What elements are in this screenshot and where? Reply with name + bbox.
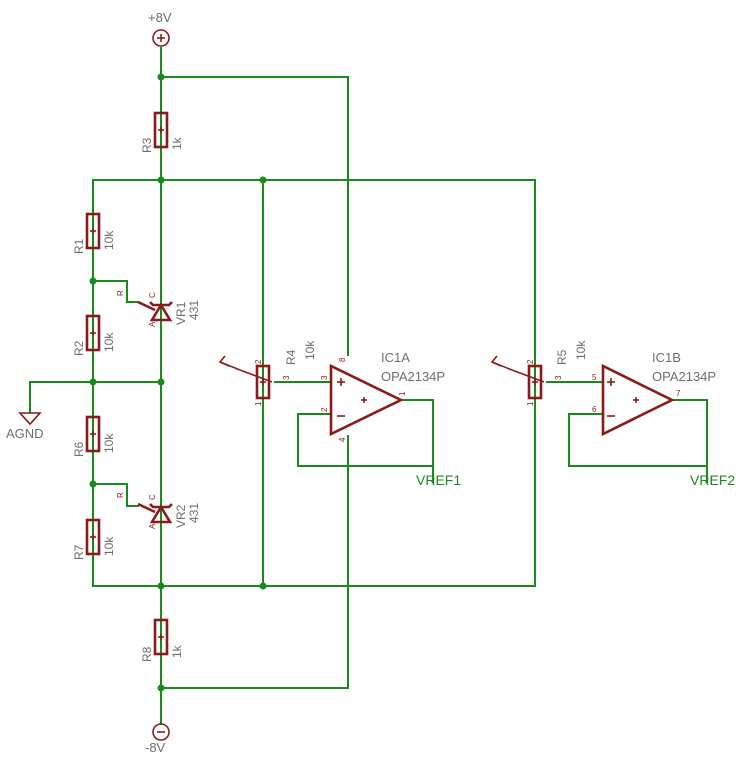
reference-vr2-name: VR2 (174, 504, 188, 528)
r4-pin-3: 3 (282, 375, 291, 380)
junctions (89, 73, 267, 692)
wire-vr2-ref (92, 483, 139, 507)
resistor-r1: R1 10k (72, 212, 116, 254)
opamp-ic1b-value: OPA2134P (652, 369, 716, 384)
r4-pin-1: 1 (254, 401, 263, 406)
r5-pin-3: 3 (554, 375, 563, 380)
vr1-pin-a: A (148, 321, 157, 327)
junction-dot (157, 73, 165, 81)
wire-ground (29, 381, 162, 413)
supply-negative-label: -8V (145, 740, 166, 755)
vr2-pin-a: A (148, 523, 157, 529)
wire-vminus-feed (160, 435, 349, 689)
wire-ic1b-feedback (568, 399, 708, 467)
vr2-pin-r: R (116, 492, 125, 498)
resistor-r8-value: 1k (170, 644, 184, 658)
resistor-r2: R2 10k (72, 314, 116, 356)
ic1a-pin-minus: 2 (320, 407, 329, 412)
resistor-r3: R3 1k (140, 111, 184, 153)
ground-label: AGND (6, 426, 44, 441)
supply-positive: +8V (148, 10, 172, 47)
junction-dot (157, 378, 165, 386)
net-label-vref2: VREF2 (690, 472, 735, 488)
resistor-r8: R8 1k (140, 618, 184, 662)
resistor-r1-value: 10k (102, 230, 116, 250)
resistor-r7-value: 10k (102, 536, 116, 556)
opamp-ic1a-name: IC1A (381, 350, 410, 365)
potentiometer-r4-name: R4 (284, 349, 298, 365)
wires (29, 47, 708, 725)
opamp-ic1a: 3 2 1 8 4 IC1A OPA2134P (320, 350, 445, 442)
resistor-r2-value: 10k (102, 332, 116, 352)
potentiometer-r4-value: 10k (303, 340, 317, 360)
reference-vr1: C A R VR1 431 (116, 290, 201, 327)
potentiometer-r5-value: 10k (574, 340, 588, 360)
vr2-pin-c: C (148, 494, 157, 500)
ic1a-pin-plus: 3 (320, 375, 329, 380)
net-label-vref1: VREF1 (416, 472, 461, 488)
junction-dot (259, 176, 267, 184)
supply-positive-label: +8V (148, 10, 172, 25)
opamp-ic1b-name: IC1B (652, 350, 681, 365)
junction-dot (157, 176, 165, 184)
r5-pin-1: 1 (526, 401, 535, 406)
reference-vr2-value: 431 (187, 503, 201, 523)
ground-symbol: AGND (6, 412, 44, 441)
vr1-pin-c: C (148, 292, 157, 298)
resistor-r1-name: R1 (72, 238, 86, 254)
potentiometer-r4: 2 1 3 R4 10k (218, 340, 317, 406)
resistor-r6: R6 10k (72, 415, 116, 457)
resistor-r2-name: R2 (72, 340, 86, 356)
reference-vr2: C A R VR2 431 (116, 492, 201, 529)
resistor-r3-value: 1k (170, 136, 184, 150)
junction-dot (157, 684, 165, 692)
junction-dot (89, 378, 97, 386)
potentiometer-r5-name: R5 (555, 349, 569, 365)
r5-pin-2: 2 (526, 359, 535, 364)
resistor-r8-name: R8 (140, 646, 154, 662)
junction-dot (89, 277, 97, 285)
supply-negative: -8V (145, 723, 170, 755)
reference-vr1-value: 431 (187, 300, 201, 320)
junction-dot (157, 582, 165, 590)
r4-pin-2: 2 (254, 359, 263, 364)
vr1-pin-r: R (116, 290, 125, 296)
ic1a-pin-vminus: 4 (338, 437, 347, 442)
ic1b-pin-minus: 6 (592, 405, 597, 414)
junction-dot (89, 480, 97, 488)
junction-dot (259, 582, 267, 590)
opamp-ic1a-value: OPA2134P (381, 369, 445, 384)
resistor-r7-name: R7 (72, 544, 86, 560)
potentiometer-r5: 2 1 3 R5 10k (490, 340, 588, 406)
resistor-r3-name: R3 (140, 137, 154, 153)
resistor-r7: R7 10k (72, 518, 116, 560)
wire-vplus-feed (160, 76, 349, 356)
wire-ic1a-feedback (297, 399, 434, 467)
ic1a-pin-vplus: 8 (338, 357, 347, 362)
reference-vr1-name: VR1 (174, 301, 188, 325)
opamp-ic1b: 5 6 7 IC1B OPA2134P (592, 350, 716, 437)
ic1b-pin-plus: 5 (592, 373, 597, 382)
ic1b-pin-out: 7 (676, 389, 681, 398)
wire-vr1-ref (92, 280, 139, 303)
resistor-r6-name: R6 (72, 441, 86, 457)
resistor-r6-value: 10k (102, 433, 116, 453)
ic1a-pin-out: 1 (398, 391, 407, 396)
